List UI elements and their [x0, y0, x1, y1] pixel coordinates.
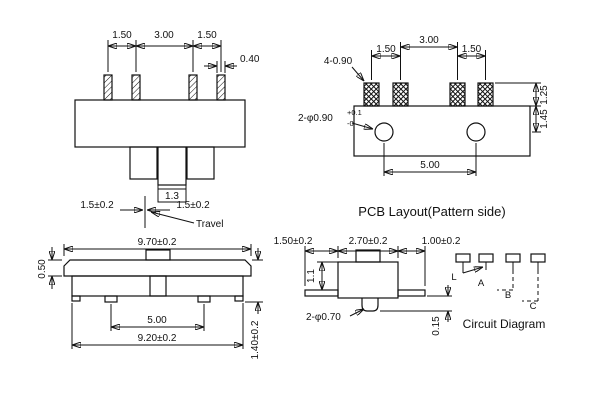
dim-pad-pitch-left: 1.50 [376, 44, 396, 55]
circuit-pad-a [478, 253, 494, 263]
dim-front-pitch-left: 1.50 [112, 30, 132, 41]
corner-tab-right [234, 295, 244, 302]
side-view-dimension-lines [48, 244, 263, 349]
dim-cover-height: 0.50 [37, 259, 48, 279]
corner-tab-left [71, 295, 81, 302]
dim-hole-spec: 2-φ0.90 [298, 113, 333, 124]
mount-foot-right [197, 295, 211, 303]
dim-foot-pitch: 5.00 [147, 315, 167, 326]
dim-hole-tol-lower: -0 [347, 119, 354, 128]
dim-hole-offset: 1.45 [539, 109, 550, 129]
circuit-connections [462, 262, 539, 302]
slider-left-section [129, 146, 158, 180]
terminal-pin-left-end [304, 289, 339, 297]
terminal-pin-2 [131, 74, 141, 101]
slider-knob-front [157, 146, 187, 186]
pcb-dimension-lines [351, 42, 541, 176]
terminal-label-c: C [530, 301, 537, 312]
solder-pad-1 [363, 82, 380, 107]
terminal-pin-3 [188, 74, 198, 101]
terminal-pin-1 [103, 74, 113, 101]
side-view: 9.70±0.2 0.50 5.00 9.20±0.2 1.40±0.2 [37, 237, 263, 359]
front-view: 1.50 3.00 1.50 0.40 1.3 1.5±0.2 1.5±0.2 … [74, 30, 260, 230]
switch-body-end [337, 261, 399, 299]
dim-pad-pitch-mid: 3.00 [419, 35, 439, 46]
dim-pad-height: 1.25 [539, 85, 550, 105]
terminal-pin-4 [216, 74, 226, 101]
dim-travel-left: 1.5±0.2 [80, 200, 114, 211]
slider-knob-side [145, 249, 171, 261]
knob-stem-side [149, 275, 167, 297]
front-view-dimension-lines [107, 40, 237, 73]
travel-dimension-lines [120, 196, 195, 228]
terminal-label-a: A [478, 278, 485, 289]
circuit-pad-b [505, 253, 521, 263]
circuit-pad-c [530, 253, 546, 263]
dim-body-height: 1.1 [306, 269, 317, 283]
switch-body-front [74, 99, 246, 148]
dim-knob-width: 1.3 [165, 191, 179, 202]
dim-front-pin-width: 0.40 [240, 54, 260, 65]
dim-hole-pitch: 5.00 [420, 160, 440, 171]
pcb-layout-title: PCB Layout(Pattern side) [358, 204, 505, 219]
mount-foot-left [104, 295, 118, 303]
circuit-diagram: L A B C Circuit Diagram [451, 253, 546, 331]
dim-body-width: 2.70±0.2 [349, 236, 388, 247]
dim-travel-right: 1.5±0.2 [176, 200, 210, 211]
solder-pad-4 [477, 82, 494, 107]
knob-width-dimension [157, 185, 187, 203]
dim-pad-pitch-right: 1.50 [462, 44, 482, 55]
dim-overall-width: 9.70±0.2 [138, 237, 177, 248]
terminal-pin-right-end [397, 289, 426, 297]
circuit-diagram-title: Circuit Diagram [463, 317, 546, 331]
terminal-label-b: B [505, 290, 511, 301]
switch-cover-side [63, 259, 252, 277]
dim-overall-height: 1.40±0.2 [250, 320, 261, 359]
slider-right-section [186, 146, 215, 180]
solder-lug [361, 298, 379, 312]
end-view: 1.50±0.2 2.70±0.2 1.00±0.2 1.1 2-φ0.70 0… [274, 236, 461, 336]
solder-pad-3 [449, 82, 466, 107]
pcb-pattern-outline [353, 105, 531, 157]
dim-front-pitch-right: 1.50 [197, 30, 217, 41]
switch-base-side [71, 275, 244, 297]
circuit-pad-l [455, 253, 471, 263]
pcb-layout-view: 1.50 3.00 1.50 4-0.90 1.25 1.45 2-φ0.90 … [298, 35, 550, 219]
terminal-label-l: L [451, 272, 456, 283]
end-view-dimension-lines [304, 246, 452, 322]
slider-knob-end [355, 249, 381, 263]
mount-hole-left [374, 122, 394, 142]
dim-lug-spec: 2-φ0.70 [306, 312, 341, 323]
dim-base-width: 9.20±0.2 [138, 333, 177, 344]
dim-right-pin: 1.00±0.2 [422, 236, 461, 247]
dim-left-pin: 1.50±0.2 [274, 236, 313, 247]
dim-front-pitch-mid: 3.00 [154, 30, 174, 41]
dim-standoff: 0.15 [431, 316, 442, 336]
mount-hole-right [466, 122, 486, 142]
solder-pad-2 [392, 82, 409, 107]
travel-label: Travel [196, 219, 223, 230]
dim-pad-spec: 4-0.90 [324, 56, 353, 67]
